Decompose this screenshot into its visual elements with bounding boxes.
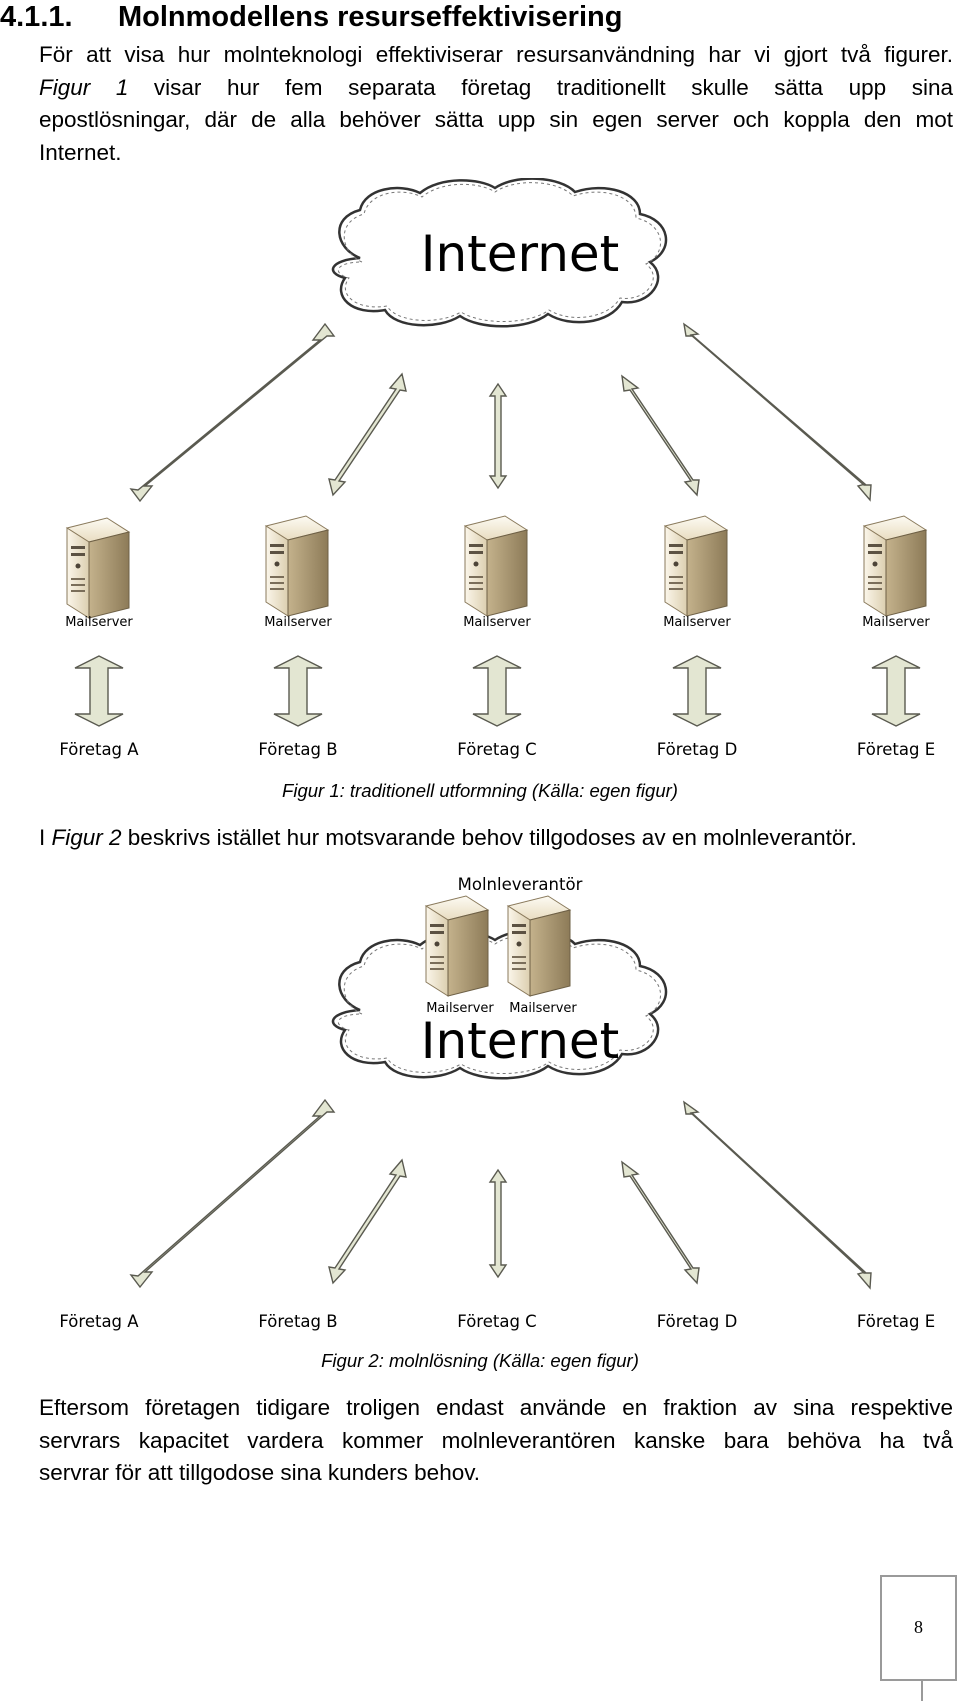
link-arrow-a — [129, 322, 336, 503]
server-icon — [664, 515, 728, 617]
company-label: Företag D — [657, 1312, 738, 1331]
conclusion-paragraph: Eftersom företagen tidigare troligen end… — [39, 1392, 953, 1490]
conclusion-line-3: servrar för att tillgodose sina kunders … — [39, 1460, 481, 1485]
intro-line-1: För att visa hur molnteknologi effektivi… — [39, 42, 953, 67]
provider-label: Molnleverantör — [458, 875, 583, 894]
company-label: Företag B — [258, 740, 337, 759]
intro-line-2: Figur 1 visar hur fem separata företag t… — [39, 72, 953, 105]
figure-2: Molnleverantör Mailserver Mailserver Int… — [0, 870, 960, 1340]
server-icon — [464, 515, 528, 617]
figure-2-caption: Figur 2: molnlösning (Källa: egen figur) — [321, 1350, 639, 1371]
middle-paragraph: I Figur 2 beskrivs istället hur motsvara… — [39, 822, 953, 855]
internet-label: Internet — [421, 225, 620, 283]
page-number-tail — [921, 1681, 923, 1701]
section-heading: 4.1.1. Molnmodellens resurseffektiviserin… — [0, 0, 950, 34]
intro-line-3: epostlösningar, där de alla behöver sätt… — [39, 107, 953, 132]
figure-1-caption: Figur 1: traditionell utformning (Källa:… — [282, 780, 678, 801]
company-label: Företag E — [857, 740, 935, 759]
company-arrow-b — [273, 655, 323, 727]
server-icon — [863, 515, 927, 617]
middle-rest: beskrivs istället hur motsvarande behov … — [121, 825, 857, 850]
server-label: Mailserver — [426, 1001, 494, 1016]
intro-line-4: Internet. — [39, 139, 122, 165]
link-arrow-c — [488, 1168, 508, 1279]
company-arrow-d — [672, 655, 722, 727]
link-arrow-d — [621, 374, 700, 497]
section-number: 4.1.1. — [0, 1, 73, 33]
company-label: Företag A — [59, 1312, 139, 1331]
server-icon — [507, 895, 571, 997]
internet-cloud — [331, 929, 668, 1080]
figure-1-reference: Figur 1 — [39, 74, 129, 100]
figure-2-reference: Figur 2 — [51, 825, 122, 850]
server-label: Mailserver — [65, 615, 133, 630]
internet-label: Internet — [421, 1012, 620, 1070]
server-icon — [265, 515, 329, 617]
link-arrow-e — [683, 322, 872, 502]
middle-line: I Figur 2 beskrivs istället hur motsvara… — [39, 822, 953, 855]
page-number-box: 8 — [880, 1575, 957, 1681]
server-label: Mailserver — [463, 615, 531, 630]
server-label: Mailserver — [509, 1001, 577, 1016]
company-arrow-c — [472, 655, 522, 727]
server-label: Mailserver — [862, 615, 930, 630]
company-label: Företag D — [657, 740, 738, 759]
server-label: Mailserver — [264, 615, 332, 630]
link-arrow-e — [683, 1100, 872, 1290]
company-label: Företag C — [457, 740, 536, 759]
server-row — [66, 515, 927, 619]
middle-prefix: I — [39, 825, 52, 850]
server-label: Mailserver — [663, 615, 731, 630]
link-arrow-b — [328, 372, 407, 497]
link-arrow-c — [488, 382, 508, 490]
conclusion-line-2: servrars kapacitet vardera kommer molnle… — [39, 1427, 953, 1453]
company-arrow-e — [871, 655, 921, 727]
figure-1: Internet Mailserver Mailserver Mailserve… — [0, 178, 960, 768]
company-label: Företag B — [258, 1312, 337, 1331]
intro-paragraph: För att visa hur molnteknologi effektivi… — [39, 39, 953, 169]
company-label: Företag A — [59, 740, 139, 759]
company-label: Företag C — [457, 1312, 536, 1331]
link-arrow-a — [129, 1098, 336, 1289]
server-icon — [425, 895, 489, 997]
conclusion-line-1: Eftersom företagen tidigare troligen end… — [39, 1395, 953, 1420]
server-icon — [66, 517, 130, 619]
link-arrow-d — [621, 1160, 700, 1285]
internet-cloud — [331, 178, 668, 328]
intro-line-2-text: visar hur fem separata företag tradition… — [128, 74, 953, 100]
page-number: 8 — [914, 1617, 923, 1637]
link-arrow-b — [328, 1158, 407, 1285]
section-title: Molnmodellens resurseffektivisering — [118, 1, 623, 33]
company-arrow-a — [74, 655, 124, 727]
company-label: Företag E — [857, 1312, 935, 1331]
